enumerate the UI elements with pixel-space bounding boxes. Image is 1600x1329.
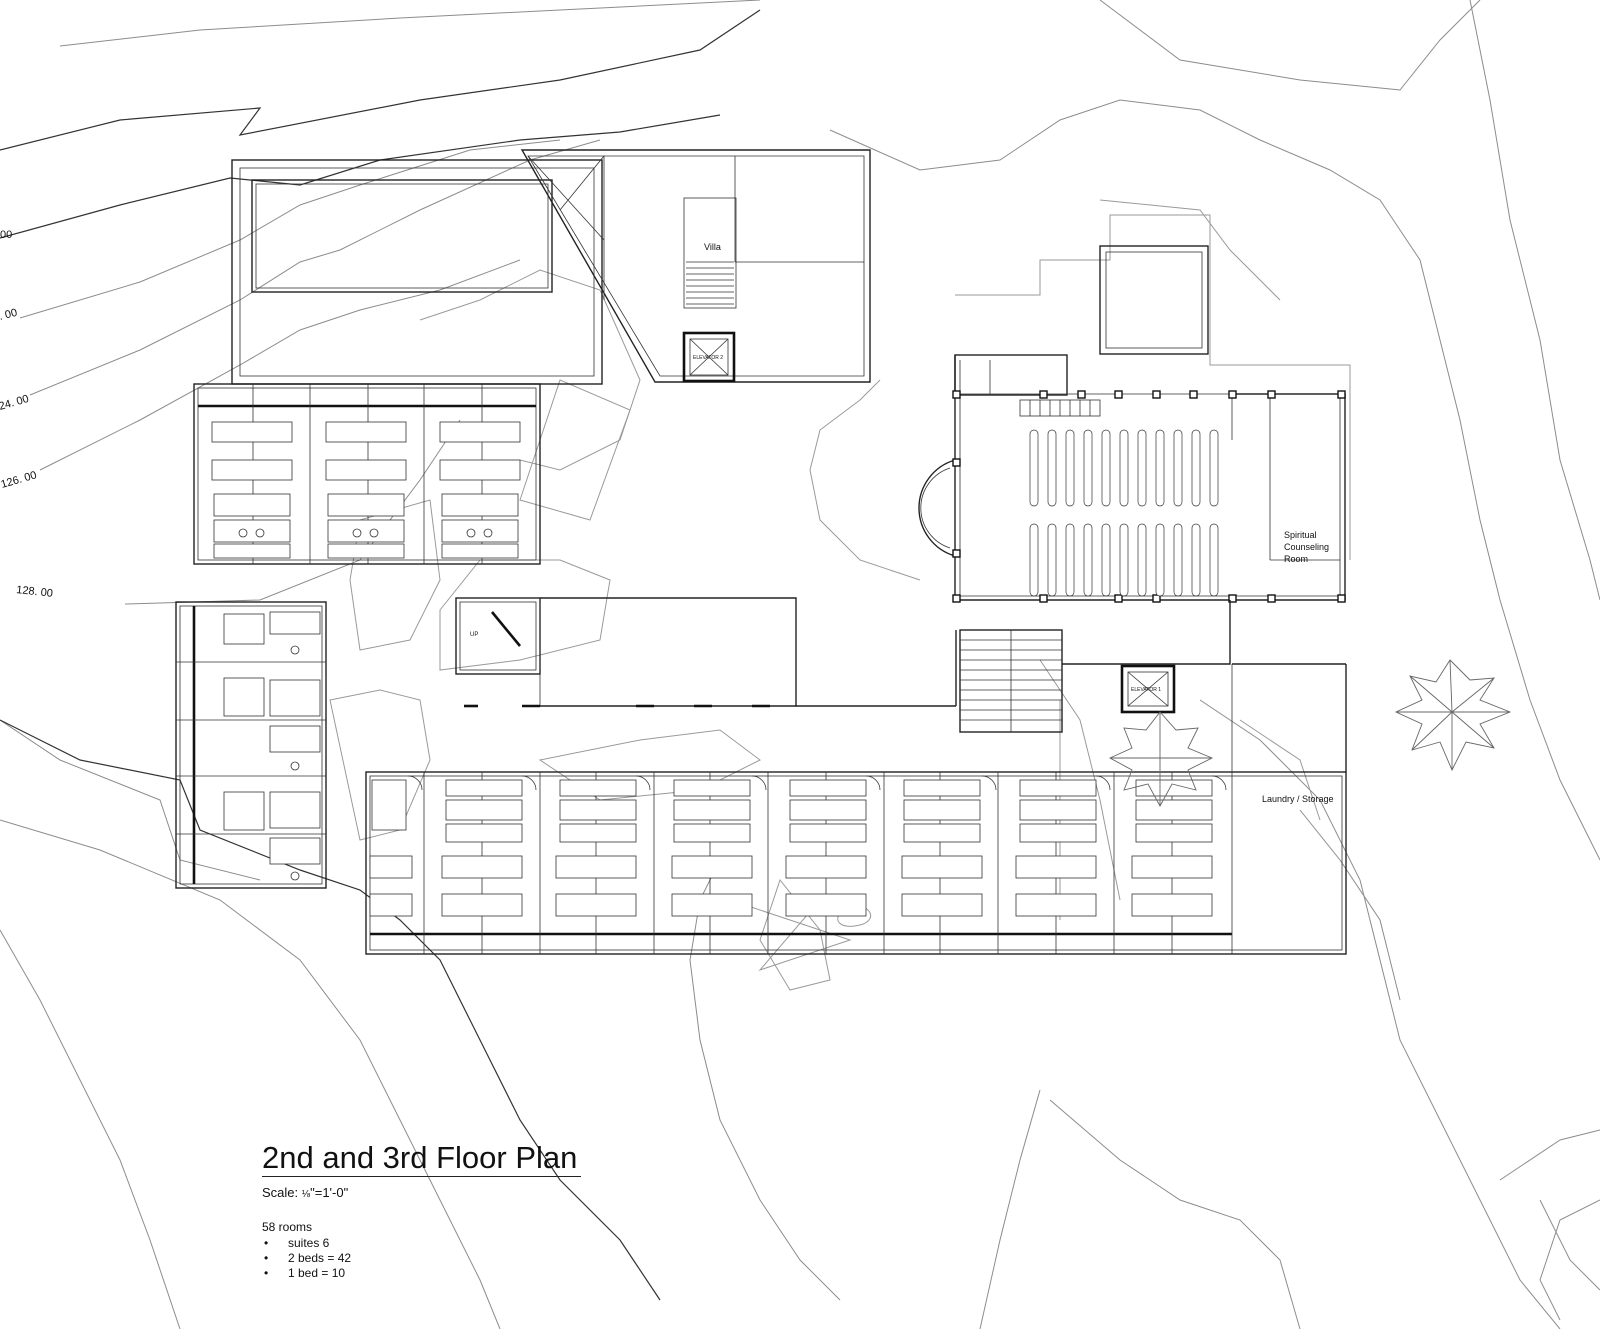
tree-east (1394, 659, 1512, 772)
villa-label: Villa (704, 242, 721, 252)
contour-label: 00 (0, 229, 12, 241)
central-corridor: UP (455, 597, 957, 708)
chapel-columns (952, 390, 1346, 603)
rooms-total: 58 rooms (262, 1220, 313, 1234)
list-item: 2 beds = 42 (262, 1251, 602, 1266)
room-bathrooms (213, 493, 519, 559)
room-breakdown-list: suites 6 2 beds = 42 1 bed = 10 (262, 1236, 602, 1281)
south-room-wing: Laundry / Storage (365, 663, 1347, 955)
list-item: 1 bed = 10 (262, 1266, 602, 1281)
elevator-2: ELEVATOR 2 (682, 331, 736, 383)
scale-label: Scale: (262, 1185, 299, 1200)
contour-label: 24. 00 (0, 393, 30, 413)
stair-up-label: UP (470, 632, 478, 638)
contour-label: 126. 00 (0, 469, 38, 491)
contour-label: . 00 (0, 307, 19, 323)
lower-floor-ghost-lines (329, 199, 1351, 991)
room-bathrooms-south (371, 779, 1213, 843)
spiritual-room-label-1: Spiritual (1284, 530, 1317, 540)
west-room-wing-lower (175, 601, 327, 889)
villa-block: Villa ELEVATOR 2 (520, 149, 871, 383)
contour-label: 128. 00 (16, 584, 54, 600)
scale-value: "=1'-0" (310, 1185, 349, 1200)
spiritual-room-label-2: Counseling (1284, 542, 1329, 552)
chapel-stair (1019, 399, 1101, 417)
spiritual-room-label-3: Room (1284, 554, 1308, 564)
room-beds (211, 421, 521, 481)
elevator-1-label: ELEVATOR 1 (1131, 687, 1161, 693)
scale-fraction: ⅛ (301, 1189, 311, 1200)
elevator-1: ELEVATOR 1 (1120, 664, 1176, 714)
laundry-storage-label: Laundry / Storage (1262, 794, 1334, 804)
list-item: suites 6 (262, 1236, 602, 1251)
elevator-2-label: ELEVATOR 2 (693, 355, 723, 361)
tree-courtyard (1108, 711, 1214, 807)
room-beds-south (369, 855, 1213, 917)
main-stair (959, 600, 1231, 733)
chapel-hall: Spiritual Counseling Room (918, 245, 1346, 603)
west-room-wing-upper (193, 383, 541, 565)
plan-scale: Scale: ⅛"=1'-0" (262, 1185, 602, 1200)
villa-stair (686, 261, 734, 305)
chapel-pews (1029, 429, 1219, 597)
title-block: 2nd and 3rd Floor Plan Scale: ⅛"=1'-0" 5… (262, 1140, 602, 1281)
plan-title: 2nd and 3rd Floor Plan (262, 1140, 582, 1177)
room-doors-south (407, 775, 1227, 791)
